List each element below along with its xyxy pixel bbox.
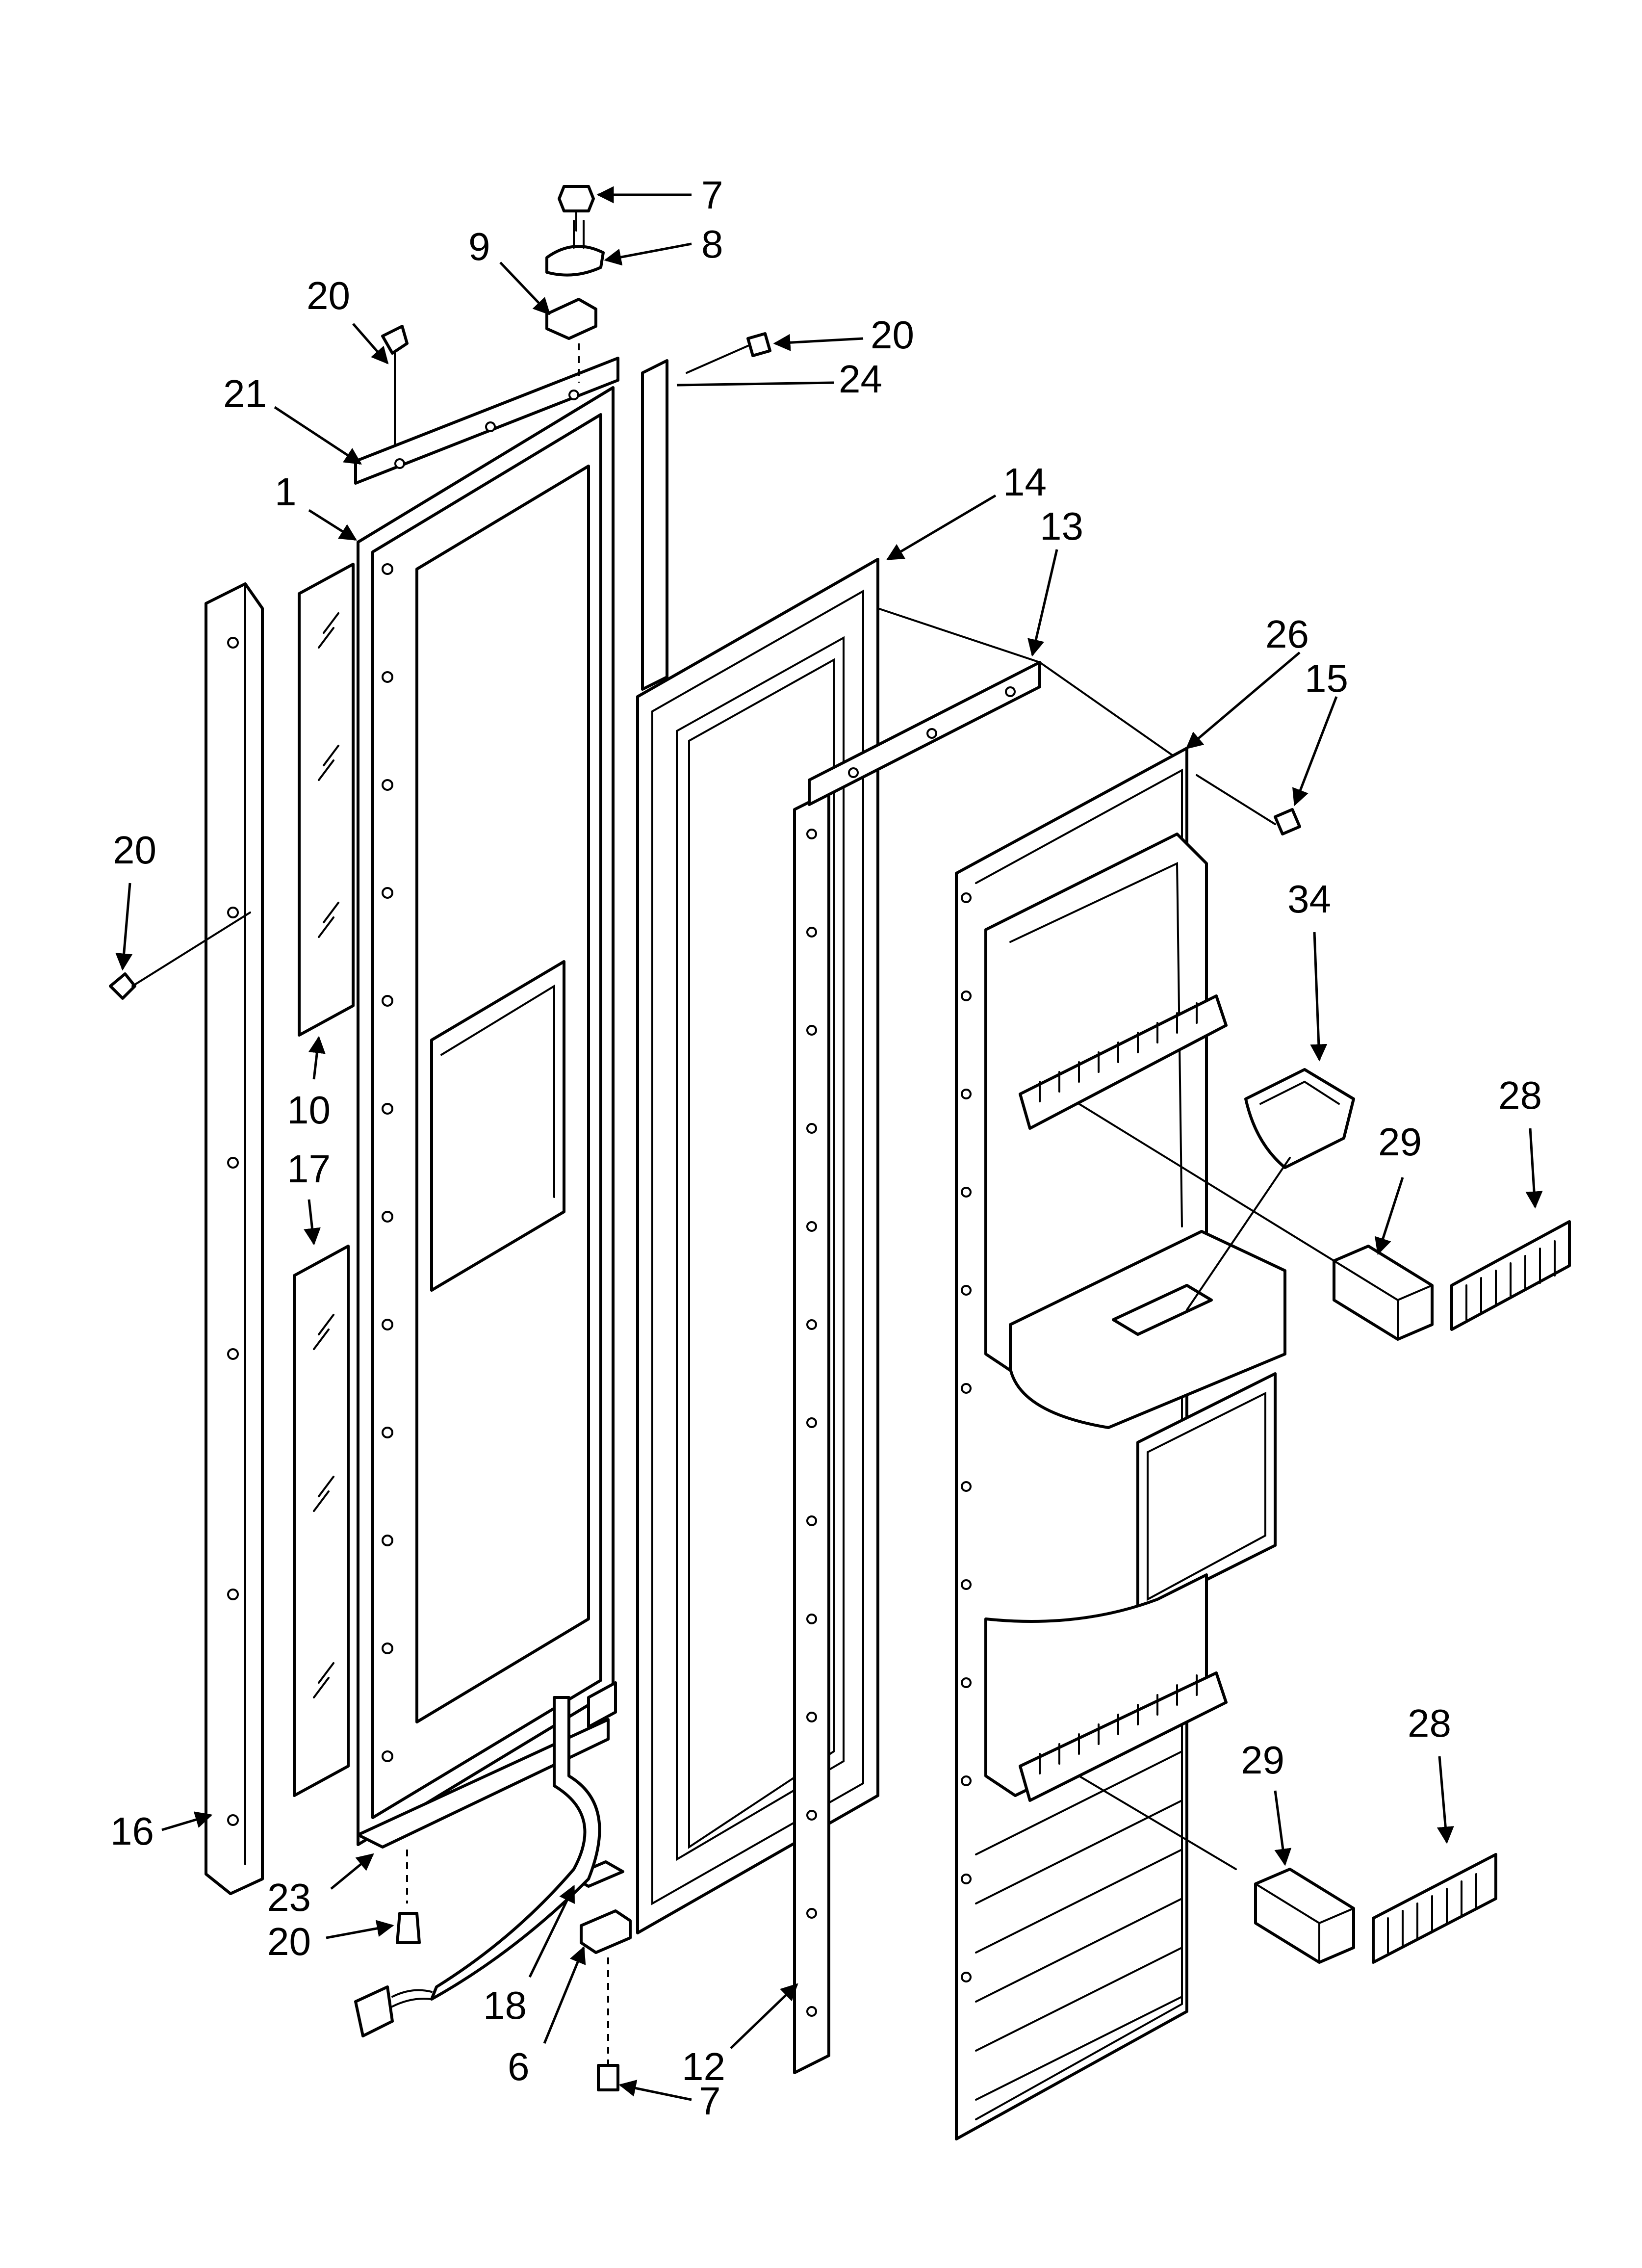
part-23-bottom-channel — [357, 1718, 610, 1903]
part-26-dispenser-liner — [955, 747, 1286, 2140]
part-17-glass-panel — [293, 1245, 350, 1797]
callout-17: 17 — [287, 1147, 331, 1191]
callout-12: 12 — [682, 2045, 725, 2088]
door-panel-screw-holes — [382, 563, 393, 1762]
part-1-door-panel — [357, 386, 615, 1846]
liner-screw-holes — [961, 892, 972, 1982]
part-12-side-rail — [793, 791, 830, 2074]
part-13-bracket — [808, 607, 1188, 806]
callout-10: 10 — [287, 1088, 331, 1132]
callout-29-upper: 29 — [1378, 1120, 1422, 1164]
callout-1: 1 — [275, 470, 297, 514]
callout-20-side: 20 — [113, 828, 156, 872]
part-10-glass-panel — [298, 563, 355, 1037]
callout-7-top: 7 — [701, 173, 723, 217]
callout-21: 21 — [223, 372, 267, 416]
callout-26: 26 — [1265, 612, 1309, 656]
part-28-grille-upper — [1450, 1220, 1571, 1331]
callout-16: 16 — [110, 1809, 154, 1853]
callout-34: 34 — [1287, 877, 1331, 921]
screw-20-top — [381, 325, 409, 445]
part-34-funnel — [1186, 1068, 1355, 1311]
callout-labels: 7 8 9 20 20 21 24 1 14 13 26 15 20 34 10… — [110, 173, 1543, 2123]
callout-24: 24 — [839, 357, 882, 401]
callout-18: 18 — [483, 1983, 527, 2027]
callout-13: 13 — [1040, 504, 1083, 548]
callout-23: 23 — [267, 1876, 311, 1919]
screw-15 — [1196, 774, 1301, 835]
callout-28-upper: 28 — [1498, 1073, 1542, 1117]
callout-29-lower: 29 — [1241, 1738, 1284, 1782]
part-28-grille-lower — [1372, 1853, 1497, 1964]
callout-20-top: 20 — [307, 274, 350, 317]
callout-20-bottom: 20 — [267, 1920, 311, 1963]
screw-20-bottom — [396, 1912, 421, 1944]
callout-9: 9 — [468, 225, 490, 268]
callout-6: 6 — [508, 2045, 530, 2088]
part-16-trim-strip — [205, 582, 264, 1895]
callout-8: 8 — [701, 222, 723, 266]
callout-15: 15 — [1305, 656, 1348, 700]
part-29-clip-upper — [1078, 1103, 1434, 1341]
screw-20-side — [109, 912, 251, 1000]
screw-20-right — [686, 332, 771, 374]
callout-28-lower: 28 — [1408, 1701, 1451, 1745]
top-hinge-hardware — [545, 185, 605, 383]
part-21-top-channel — [354, 357, 619, 485]
callout-7-bottom: 7 — [699, 2079, 721, 2123]
part-24-strip — [641, 359, 668, 691]
callout-14: 14 — [1003, 460, 1047, 504]
part-29-clip-lower — [1078, 1775, 1355, 1964]
callout-20-right: 20 — [871, 313, 914, 357]
wire-harness — [354, 1696, 601, 2037]
